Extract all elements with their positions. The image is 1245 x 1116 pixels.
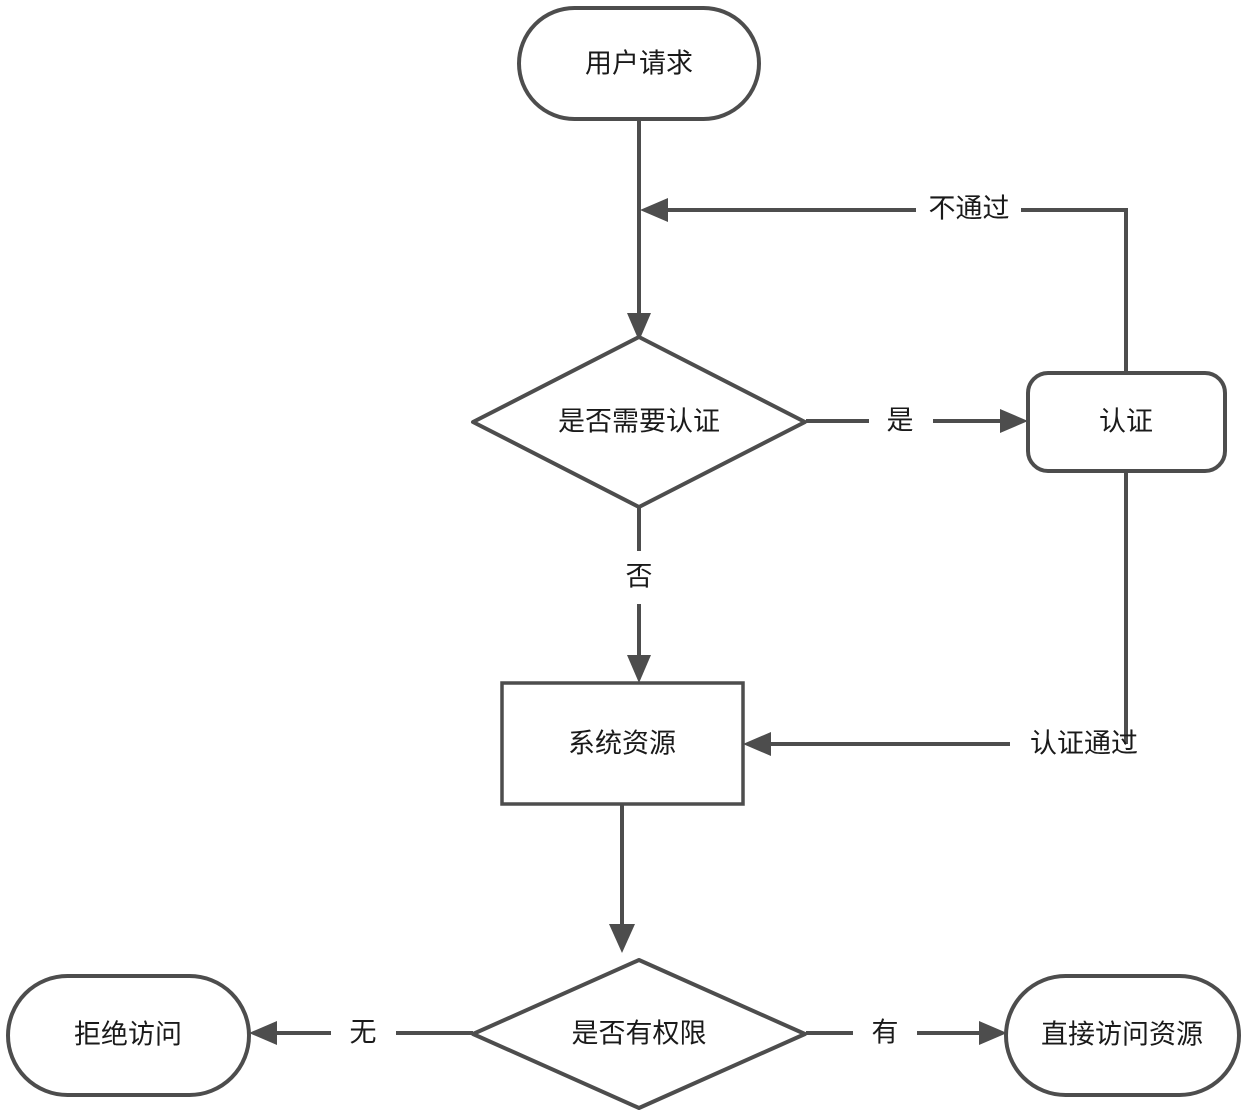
edge-has-permission-to-direct-access: 有: [806, 1018, 1007, 1049]
node-system-resource-label: 系统资源: [568, 729, 676, 760]
edge-line-e4-right: [1021, 208, 1128, 373]
node-deny-access-label: 拒绝访问: [74, 1020, 182, 1051]
edge-label-has-permission: 有: [872, 1018, 899, 1049]
node-direct-access-shape[interactable]: [1004, 974, 1241, 1097]
node-need-auth[interactable]: 是否需要认证: [471, 335, 807, 509]
arrow-head-e4: [640, 198, 668, 222]
node-deny-access[interactable]: 拒绝访问: [6, 974, 251, 1097]
node-user-request[interactable]: 用户请求: [517, 6, 761, 121]
node-direct-access-label: 直接访问资源: [1041, 1020, 1203, 1051]
node-need-auth-shape[interactable]: [471, 335, 807, 509]
edge-label-no-auth: 否: [626, 562, 653, 593]
arrow-head-e7: [249, 1021, 277, 1045]
arrow-head-e5: [743, 732, 771, 756]
arrow-head-e3: [627, 655, 651, 683]
node-direct-access[interactable]: 直接访问资源: [1004, 974, 1241, 1097]
node-authenticate[interactable]: 认证: [1026, 371, 1227, 473]
node-user-request-shape[interactable]: [517, 6, 761, 121]
node-authenticate-shape[interactable]: [1026, 371, 1227, 473]
node-system-resource[interactable]: 系统资源: [500, 681, 745, 806]
arrow-head-e6: [609, 924, 635, 953]
edge-authenticate-to-system-resource: 认证通过: [743, 470, 1138, 760]
node-need-auth-label: 是否需要认证: [558, 407, 720, 438]
node-deny-access-shape[interactable]: [6, 974, 251, 1097]
edge-label-auth-passed: 认证通过: [1030, 729, 1138, 760]
edge-authenticate-to-user-request: 不通过: [640, 194, 1128, 373]
node-has-permission-shape[interactable]: [471, 958, 807, 1110]
arrow-head-e2: [1000, 409, 1028, 433]
arrow-head-e1: [627, 313, 651, 341]
node-authenticate-label: 认证: [1099, 407, 1153, 438]
edge-system-resource-to-has-permission: [609, 803, 635, 953]
node-has-permission-label: 是否有权限: [572, 1019, 707, 1050]
edge-label-not-passed: 不通过: [929, 194, 1010, 225]
edge-label-no-permission: 无: [350, 1018, 377, 1049]
node-user-request-label: 用户请求: [585, 49, 693, 80]
edge-label-yes-auth: 是: [887, 406, 914, 437]
node-has-permission[interactable]: 是否有权限: [471, 958, 807, 1110]
arrow-head-e8: [979, 1021, 1007, 1045]
edge-has-permission-to-deny-access: 无: [249, 1018, 473, 1049]
edge-need-auth-to-system-resource: 否: [626, 507, 653, 683]
edge-need-auth-to-authenticate: 是: [806, 406, 1028, 437]
node-system-resource-shape[interactable]: [500, 681, 745, 806]
edge-user-request-to-need-auth: [627, 118, 651, 341]
